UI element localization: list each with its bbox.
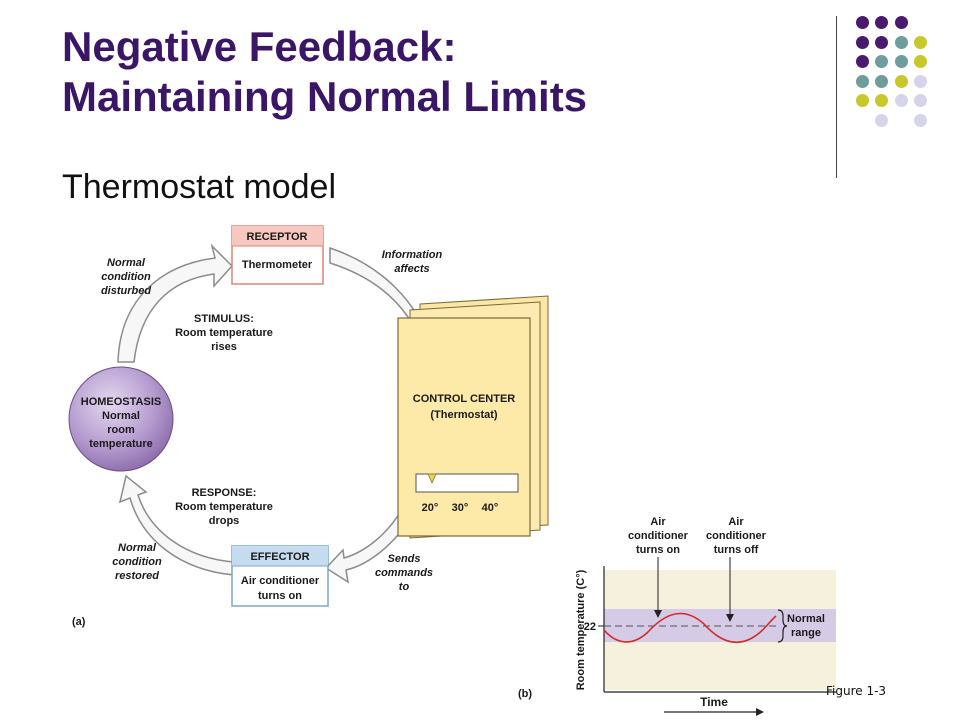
decorative-dot: [875, 55, 888, 68]
svg-text:affects: affects: [394, 263, 429, 275]
arrow-to-homeostasis: [118, 474, 235, 576]
arrow-ac-on-head: [654, 610, 662, 618]
title-line-1: Negative Feedback:: [62, 23, 457, 70]
homeostasis-line4: temperature: [89, 438, 153, 450]
normal-range-label-1: Normal: [787, 613, 825, 625]
sends-commands-label: Sends commands to: [375, 553, 433, 593]
figure-label: Figure 1-3: [826, 684, 887, 698]
normal-range-bracket: [777, 609, 788, 643]
stimulus-label: STIMULUS: Room temperature rises: [175, 313, 273, 353]
decorative-dot: [855, 74, 869, 88]
temperature-curve: [603, 612, 777, 643]
svg-text:STIMULUS:: STIMULUS:: [194, 313, 254, 325]
arrow-to-effector: [324, 504, 418, 584]
arrow-to-receptor: [117, 243, 234, 363]
decorative-dot: [914, 55, 927, 68]
dial-tick-20: 20°: [422, 502, 439, 514]
response-label: RESPONSE: Room temperature drops: [175, 487, 273, 527]
decorative-dot: [875, 35, 888, 49]
decorative-dot: [875, 94, 888, 107]
decorative-dot: [914, 35, 927, 49]
ac-on-line1: Air: [650, 516, 666, 528]
receptor-body: Thermometer: [242, 259, 313, 271]
decorative-dot: [855, 35, 869, 49]
effector-header: EFFECTOR: [250, 551, 309, 563]
svg-text:Normal: Normal: [107, 257, 146, 269]
effector-body-line2: turns on: [258, 590, 302, 602]
thermostat-pointer: [427, 473, 437, 484]
decorative-dot: [914, 94, 927, 107]
svg-text:RESPONSE:: RESPONSE:: [192, 487, 257, 499]
time-arrow-head: [756, 708, 764, 716]
decorative-dot: [894, 55, 908, 68]
decorative-dot: [894, 94, 908, 107]
decorative-dot: [855, 16, 869, 29]
effector-box: EFFECTOR Air conditioner turns on: [231, 545, 329, 607]
decorative-dot: [894, 35, 908, 49]
ac-on-line3: turns on: [636, 544, 680, 556]
control-center-box: CONTROL CENTER (Thermostat) 20° 30° 40°: [397, 295, 549, 539]
y-tick-22: 22: [584, 621, 596, 633]
information-affects-label: Information affects: [382, 249, 443, 275]
title-line-2: Maintaining Normal Limits: [62, 73, 588, 120]
ac-off-line1: Air: [728, 516, 744, 528]
decorative-dot: [875, 113, 888, 127]
thermostat-dial: [415, 473, 519, 493]
ac-off-line3: turns off: [714, 544, 759, 556]
decorative-dot: [875, 16, 888, 29]
homeostasis-line3: room: [107, 424, 135, 436]
ac-off-line2: conditioner: [706, 530, 767, 542]
svg-text:Information: Information: [382, 249, 443, 261]
svg-text:condition: condition: [112, 556, 162, 568]
decorative-dot: [914, 113, 927, 127]
svg-text:restored: restored: [115, 570, 159, 582]
normal-range-label-2: range: [791, 627, 821, 639]
y-axis-label: Room temperature (C°): [575, 569, 587, 690]
svg-text:disturbed: disturbed: [101, 285, 151, 297]
decorative-dot: [875, 74, 888, 88]
dial-tick-40: 40°: [482, 502, 499, 514]
svg-text:to: to: [399, 581, 410, 593]
decorative-dot: [914, 74, 927, 88]
panel-a-label: (a): [72, 616, 86, 628]
svg-text:Room temperature: Room temperature: [175, 501, 273, 513]
svg-text:drops: drops: [209, 515, 240, 527]
normal-restored-label: Normal condition restored: [112, 542, 162, 582]
decorative-dot: [855, 94, 869, 107]
ac-on-line2: conditioner: [628, 530, 689, 542]
svg-text:condition: condition: [101, 271, 151, 283]
x-axis-label: Time: [700, 695, 728, 709]
svg-text:Normal: Normal: [118, 542, 157, 554]
effector-body-line1: Air conditioner: [241, 575, 320, 587]
arrow-ac-off-head: [726, 614, 734, 622]
control-center-title: CONTROL CENTER: [413, 393, 516, 405]
svg-text:Sends: Sends: [387, 553, 420, 565]
decorative-dot: [855, 55, 869, 68]
receptor-header: RECEPTOR: [247, 231, 308, 243]
homeostasis-line2: Normal: [102, 410, 140, 422]
divider-line: [836, 16, 837, 178]
decorative-dot: [894, 16, 908, 29]
temperature-graph: 22 Normal range Time Room temperature (C…: [518, 516, 836, 716]
panel-b-label: (b): [518, 688, 532, 700]
svg-text:rises: rises: [211, 341, 237, 353]
homeostasis-circle: HOMEOSTASIS Normal room temperature: [68, 366, 174, 472]
decorative-dot: [894, 74, 908, 88]
svg-text:Room temperature: Room temperature: [175, 327, 273, 339]
svg-text:commands: commands: [375, 567, 433, 579]
control-center-subtitle: (Thermostat): [430, 409, 498, 421]
dial-tick-30: 30°: [452, 502, 469, 514]
normal-disturbed-label: Normal condition disturbed: [101, 257, 151, 297]
slide-subtitle: Thermostat model: [62, 168, 336, 206]
slide-title: Negative Feedback: Maintaining Normal Li…: [62, 22, 762, 122]
receptor-box: RECEPTOR Thermometer: [231, 225, 324, 285]
homeostasis-line1: HOMEOSTASIS: [81, 396, 161, 408]
